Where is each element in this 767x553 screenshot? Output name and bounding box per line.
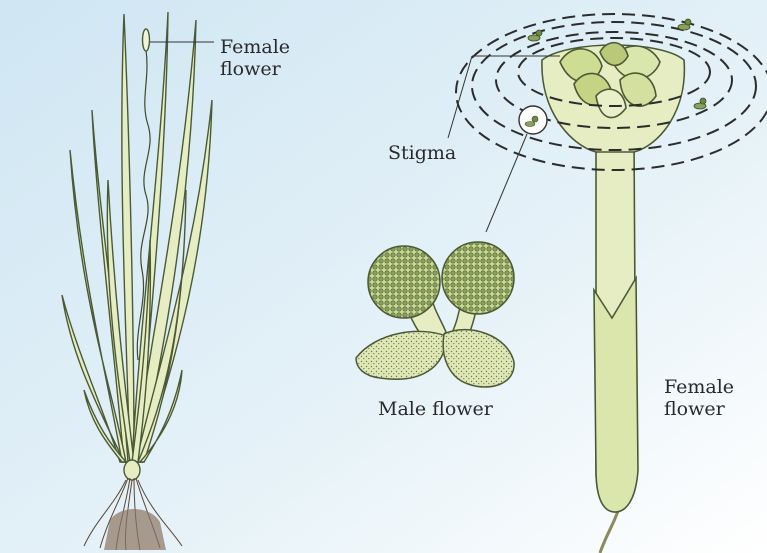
- female-flower-bud: [143, 29, 150, 51]
- label-female-flower-right: Female flower: [664, 376, 734, 420]
- plant-base: [124, 460, 140, 480]
- label-male-flower: Male flower: [378, 398, 493, 420]
- anther-pollen-mass: [442, 242, 514, 314]
- label-stigma: Stigma: [388, 142, 456, 164]
- anther-pollen-mass: [368, 246, 440, 318]
- female-flower-spathe: [594, 278, 638, 512]
- label-female-flower-top: Female flower: [220, 36, 290, 80]
